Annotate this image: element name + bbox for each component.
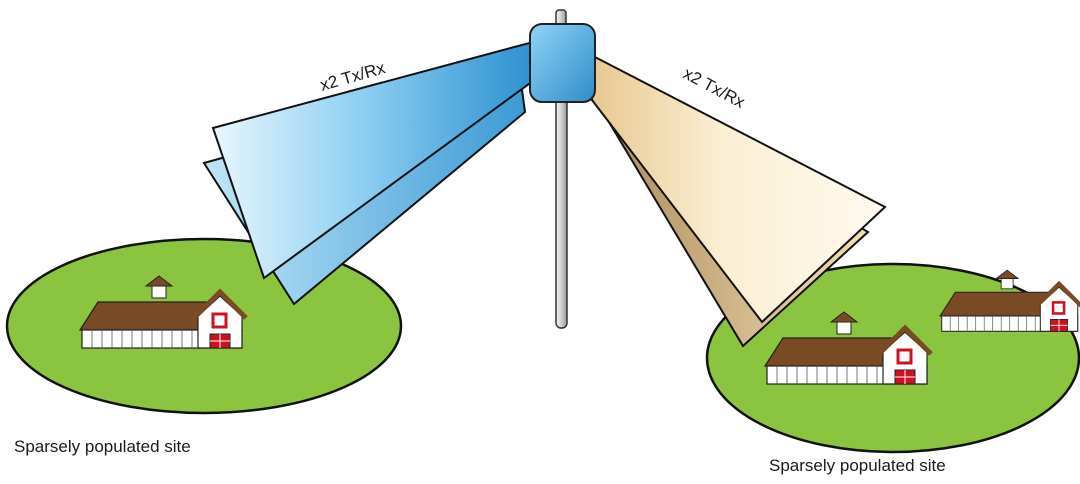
antenna-icon <box>529 23 596 103</box>
right-beam-label: x2 Tx/Rx <box>680 64 748 112</box>
left-site-label: Sparsely populated site <box>14 437 191 456</box>
right-site-label: Sparsely populated site <box>769 456 946 475</box>
right-beam <box>588 53 887 348</box>
mast <box>555 89 568 329</box>
right-site <box>705 262 1080 454</box>
